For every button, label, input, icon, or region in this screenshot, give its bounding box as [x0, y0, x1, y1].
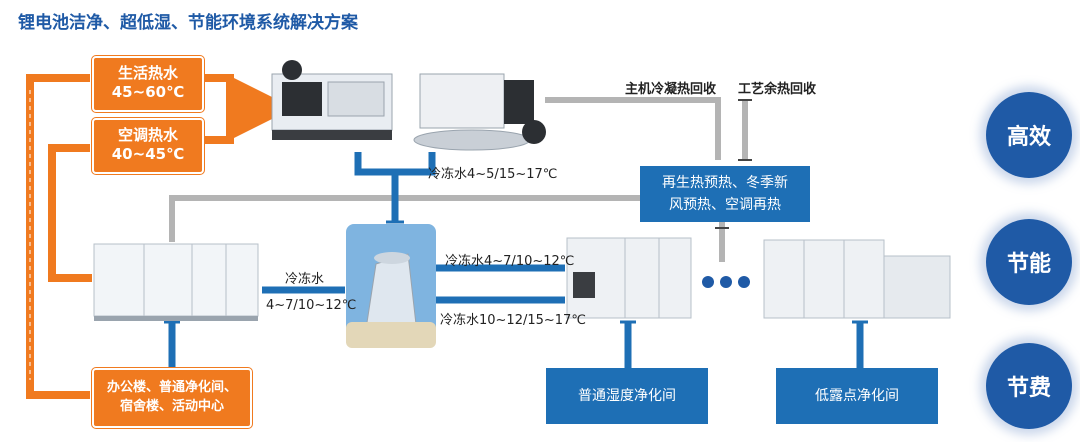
regen-heat-line1: 再生热预热、冬季新	[662, 175, 788, 191]
blue-pipe-chiller-down	[354, 152, 436, 176]
domestic-hot-water-box: 生活热水 45~60℃	[92, 56, 204, 112]
chilled-water-left-label-1: 冷冻水	[285, 272, 325, 287]
orange-loop-inner	[48, 144, 92, 282]
chiller-unit-right	[413, 73, 546, 151]
office-line1: 办公楼、普通净化间、	[106, 380, 237, 395]
ellipsis-dot-2	[720, 276, 732, 288]
process-waste-heat-label: 工艺余热回收	[738, 82, 817, 97]
chilled-water-top-label: 冷冻水4~5/15~17℃	[428, 167, 558, 182]
low-dewpoint-room-box: 低露点净化间	[776, 368, 938, 424]
ac-hot-water-box: 空调热水 40~45℃	[92, 118, 204, 174]
domestic-hot-water-label: 生活热水	[117, 64, 178, 82]
orange-link-chiller	[200, 74, 234, 144]
energy-saving-badge: 节能	[986, 219, 1072, 305]
orange-loop-outer	[26, 74, 90, 399]
ac-hot-water-label: 空调热水	[117, 126, 178, 144]
gray-pipe-condensing	[545, 97, 721, 160]
office-line2: 宿舍楼、活动中心	[119, 399, 224, 414]
ellipsis-dot-1	[702, 276, 714, 288]
gray-pipe-regen-left	[169, 195, 640, 242]
domestic-hot-water-temp: 45~60℃	[111, 83, 185, 101]
chilled-water-right-lower-label: 冷冻水10~12/15~17℃	[440, 313, 586, 328]
condensing-heat-recovery-label: 主机冷凝热回收	[625, 82, 717, 97]
ahu-middle	[566, 237, 692, 319]
page-title: 锂电池洁净、超低湿、节能环境系统解决方案	[18, 13, 358, 33]
chiller-unit-left	[271, 60, 393, 140]
chilled-water-left-label-2: 4~7/10~12℃	[266, 298, 357, 313]
regen-heat-line2: 风预热、空调再热	[669, 197, 781, 213]
high-efficiency-badge: 高效	[986, 92, 1072, 178]
ac-hot-water-temp: 40~45℃	[111, 145, 185, 163]
chilled-water-right-upper-label: 冷冻水4~7/10~12℃	[445, 254, 575, 269]
cost-saving-badge: 节费	[986, 343, 1072, 429]
office-box: 办公楼、普通净化间、 宿舍楼、活动中心	[92, 368, 252, 428]
ahu-left	[93, 243, 259, 321]
regen-heat-box: 再生热预热、冬季新 风预热、空调再热	[640, 166, 810, 222]
normal-humidity-room-box: 普通湿度净化间	[546, 368, 708, 424]
ellipsis-dot-3	[738, 276, 750, 288]
ahu-right	[763, 239, 951, 319]
cooling-tower	[346, 224, 436, 348]
